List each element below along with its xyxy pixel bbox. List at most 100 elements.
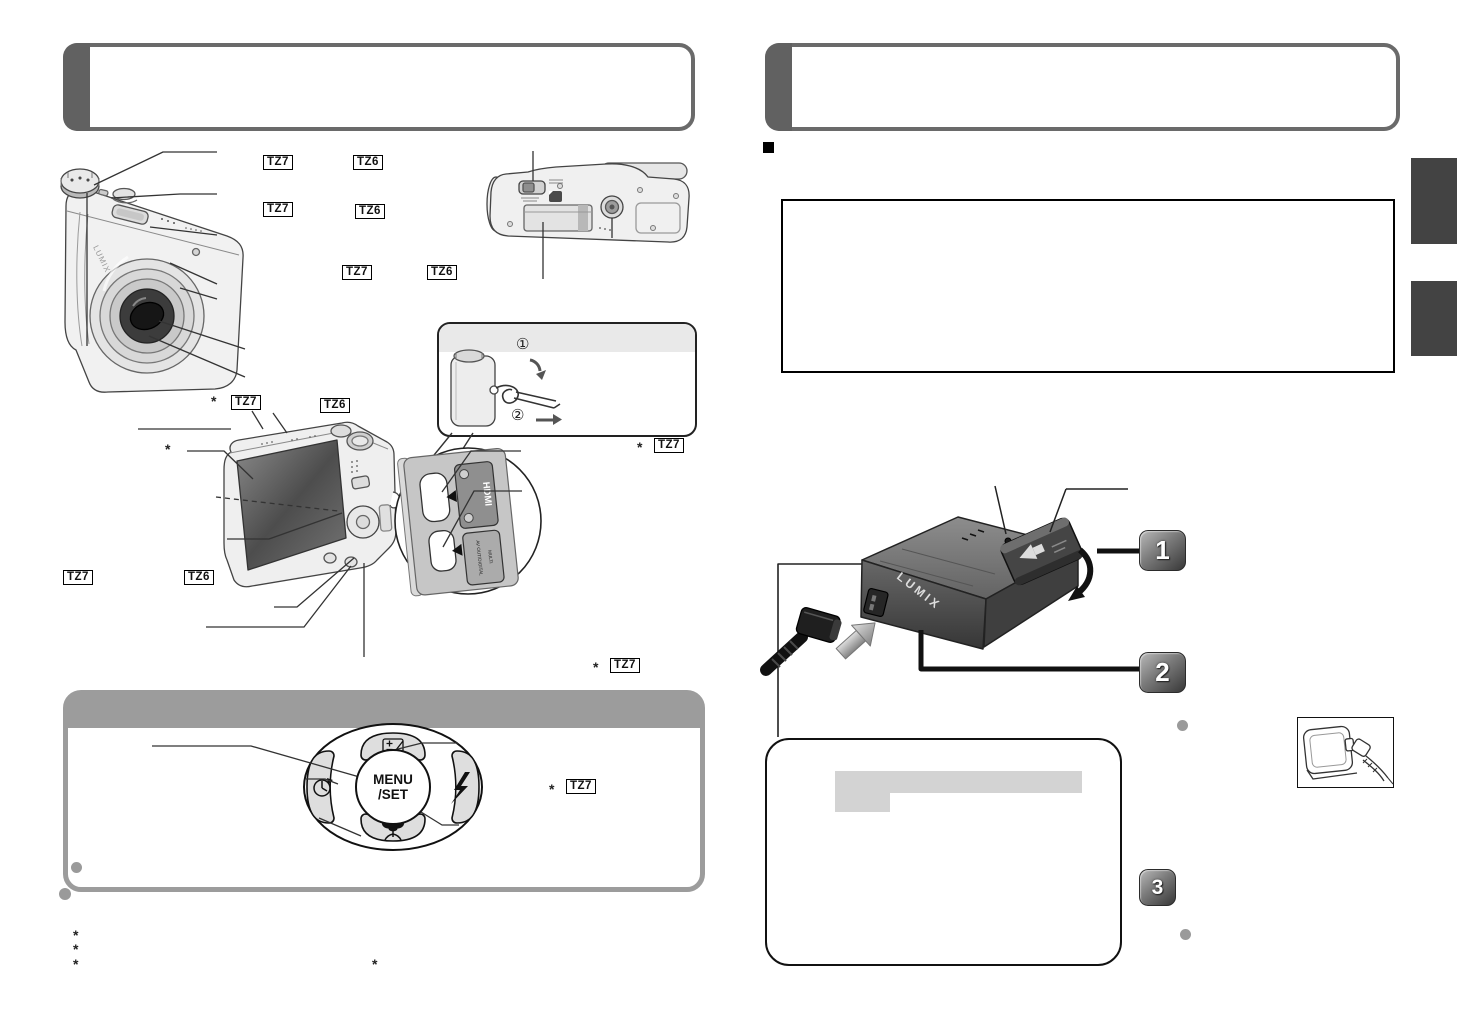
camera-bottom-view-illustration: [486, 151, 690, 279]
cursor-button-box-header: [68, 695, 700, 728]
model-badge-tz6: TZ6: [427, 265, 457, 280]
step-badge-1: 1: [1139, 530, 1186, 571]
model-badge-tz7: TZ7: [342, 265, 372, 280]
cursor-pad-illustration: MENU /SET: [152, 723, 483, 851]
highlighted-text-bar-1: [835, 771, 1082, 793]
av-digital-label: AV OUT/DIGITAL: [475, 540, 484, 576]
socket-arrow-icon-2: [452, 543, 463, 556]
strap-cord: [495, 384, 519, 404]
microphone-holes: [161, 218, 202, 232]
bullet-point: [59, 888, 71, 900]
menu-set-button: [355, 749, 431, 825]
lens-barrel: [89, 255, 205, 374]
plug-detail-illustration: [1302, 725, 1394, 785]
ac-inlet: [863, 587, 889, 617]
charger-illustration: LUMIX: [760, 485, 1139, 737]
strap-attachment-illustration: [407, 349, 562, 498]
set-label: /SET: [378, 787, 409, 802]
footnote-asterisk: *: [73, 941, 79, 957]
power-switch: [98, 188, 109, 197]
charger-contacts: [961, 529, 985, 541]
model-badge-tz6: TZ6: [353, 155, 383, 170]
model-badge-tz7: TZ7: [231, 395, 261, 410]
model-badge-tz7: TZ7: [654, 438, 684, 453]
bullet-point: [71, 862, 82, 873]
page-edge-tab-2: [1411, 281, 1457, 356]
asterisk-mark: *: [211, 393, 217, 409]
lcd-monitor: [236, 439, 347, 571]
terminal-cover-door: [378, 504, 393, 532]
speaker-holes: [599, 227, 611, 231]
self-timer-button: [306, 750, 335, 824]
model-badge-tz7: TZ7: [566, 779, 596, 794]
strap-step-2-number: ②: [511, 407, 525, 424]
camera-front-illustration: [60, 151, 246, 393]
asterisk-mark: *: [637, 439, 643, 455]
plug-direction-arrow: [835, 622, 876, 660]
model-badge-tz7: TZ7: [610, 658, 640, 673]
strap-step-1-number: ①: [516, 336, 530, 353]
notice-box: [781, 199, 1395, 373]
left-banner-side-tab: [63, 43, 90, 131]
footnote-asterisk: *: [372, 956, 378, 972]
model-badge-tz6: TZ6: [320, 398, 350, 413]
power-plug: [760, 607, 842, 676]
model-badge-tz7: TZ7: [63, 570, 93, 585]
mode-dial: [60, 168, 100, 199]
body-screws: [507, 183, 679, 231]
back-speaker-holes: [351, 460, 358, 473]
asterisk-mark: *: [549, 781, 555, 797]
qmenu-button: [344, 556, 358, 568]
charger-callout-lines: [994, 485, 1128, 535]
left-page-title-banner: [63, 43, 695, 131]
section-square-marker: [763, 142, 774, 153]
bullet-point: [1180, 929, 1191, 940]
model-badge-tz6: TZ6: [355, 204, 385, 219]
footnote-asterisk: *: [73, 956, 79, 972]
af-assist-lamp: [191, 247, 201, 257]
model-badge-tz7: TZ7: [263, 202, 293, 217]
footnote-asterisk: *: [73, 927, 79, 943]
menu-label: MENU: [373, 772, 413, 787]
sd-logo-mark: [549, 191, 562, 202]
tripod-socket: [600, 195, 624, 219]
asterisk-mark: *: [165, 441, 171, 457]
asterisk-mark: *: [593, 659, 599, 675]
insert-direction-arrow: [1075, 547, 1094, 596]
cursor-button-box: [63, 690, 705, 892]
highlighted-text-bar-2: [835, 793, 890, 812]
card-battery-door-switch: [518, 180, 546, 195]
cursor-pad-small: [346, 505, 380, 539]
hdmi-port: HDMI: [453, 461, 499, 529]
right-banner-side-tab: [765, 43, 792, 131]
step-badge-2: 2: [1139, 652, 1186, 693]
page-edge-tab-1: [1411, 158, 1457, 244]
flash-window: [111, 204, 149, 225]
front-camera-callout-lines: [86, 151, 246, 378]
av-multi-port: AV OUT/DIGITAL MULTI: [462, 529, 505, 586]
terminal-closeup: HDMI AV OUT/DIGITAL MULTI: [394, 447, 542, 597]
back-top-holes: [261, 435, 316, 445]
terminal-callout-lines: [441, 450, 522, 548]
model-badge-tz7: TZ7: [263, 155, 293, 170]
multi-label: MULTI: [487, 550, 493, 564]
playback-button: [351, 475, 371, 490]
flash-icon: [451, 772, 470, 804]
charger-bracket-line: [777, 563, 891, 737]
camera-back-illustration: [138, 410, 401, 657]
strap-box-header: [439, 324, 695, 352]
battery-arrow-icon: [1019, 544, 1038, 559]
display-button: [323, 552, 337, 564]
bullet-point: [1177, 720, 1188, 731]
bottom-view-callout-lines: [532, 151, 613, 279]
component-out-socket: [419, 472, 451, 523]
step-badge-3: 3: [1139, 869, 1176, 906]
socket-arrow-icon-1: [446, 490, 457, 503]
shutter-button: [111, 187, 138, 204]
back-camera-callout-lines: [138, 410, 365, 657]
battery-door: [523, 204, 593, 232]
step2-callout-line: [918, 630, 1139, 672]
hdmi-label: HDMI: [480, 481, 493, 506]
